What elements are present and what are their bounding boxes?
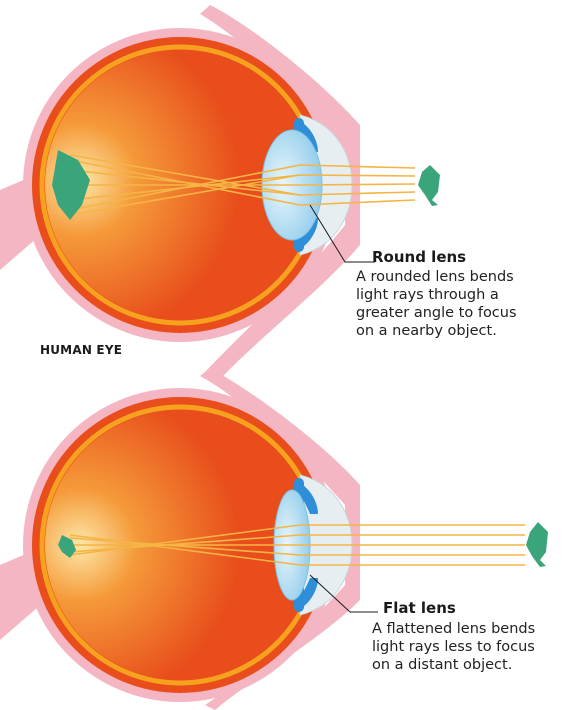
round-lens-description: A rounded lens bends light rays through …	[356, 268, 585, 340]
flat-lens-title: Flat lens	[383, 599, 456, 617]
leaf-icon	[526, 522, 548, 567]
leaf-icon	[418, 165, 440, 206]
human-eye-label: HUMAN EYE	[40, 343, 122, 357]
flat-lens-description: A flattened lens bends light rays less t…	[372, 620, 585, 674]
round-lens-title: Round lens	[372, 248, 466, 266]
